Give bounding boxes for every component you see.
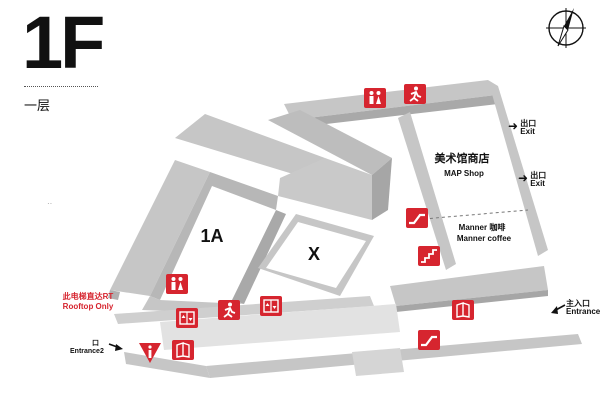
entrance-2-label: 口 Entrance2 bbox=[70, 340, 104, 356]
brochure-icon[interactable] bbox=[452, 300, 474, 320]
wall-south-west bbox=[124, 352, 210, 378]
stairs-icon[interactable] bbox=[418, 246, 440, 266]
shop-label-cn: 美术馆商店 bbox=[435, 151, 490, 165]
exit-2-en: Exit bbox=[530, 179, 545, 188]
wall-north-shade bbox=[292, 95, 498, 128]
exit-2-cn: 出口 bbox=[530, 171, 547, 180]
exit-2-arrow-icon: ➜ bbox=[518, 171, 529, 186]
shop-label-en: MAP Shop bbox=[444, 169, 484, 178]
wall-1a-north bbox=[150, 172, 278, 300]
floor-name: 一层 bbox=[24, 98, 51, 113]
elevator-icon[interactable] bbox=[176, 308, 198, 328]
south-block bbox=[352, 348, 404, 376]
floor-number: 1F bbox=[22, 1, 105, 84]
elevator-icon[interactable] bbox=[260, 296, 282, 316]
emergency-exit-icon[interactable] bbox=[218, 300, 240, 320]
entrance-2-arrow-icon bbox=[108, 343, 123, 351]
escalator-icon[interactable] bbox=[406, 208, 428, 228]
elevator-note: 此电梯直达RT Rooftop Only bbox=[44, 292, 132, 312]
main-entrance-arrow-icon bbox=[551, 304, 566, 314]
elevator-note-en: Rooftop Only bbox=[62, 302, 114, 311]
exit-2[interactable]: ➜ 出口 Exit bbox=[518, 172, 546, 188]
elevator-note-cn: 此电梯直达RT bbox=[62, 292, 114, 301]
escalator-icon[interactable] bbox=[418, 330, 440, 350]
exit-1-arrow-icon: ➜ bbox=[508, 119, 519, 134]
brochure-icon[interactable] bbox=[172, 340, 194, 360]
main-entrance[interactable]: 主入口 Entrance bbox=[550, 299, 600, 316]
wall-shop-west bbox=[398, 112, 456, 270]
compass-icon bbox=[546, 8, 586, 48]
emergency-exit-icon[interactable] bbox=[404, 84, 426, 104]
main-entrance-en: Entrance bbox=[566, 307, 600, 316]
dot-marker: ·· bbox=[47, 199, 53, 208]
wall-north bbox=[284, 80, 496, 120]
shop-divider bbox=[411, 209, 529, 221]
floor-divider bbox=[24, 86, 98, 87]
main-entrance-cn: 主入口 bbox=[566, 299, 590, 308]
room-x-floor bbox=[266, 222, 366, 288]
exit-1-cn: 出口 bbox=[520, 119, 537, 128]
wall-lobby-north bbox=[390, 266, 548, 306]
coffee-label-cn: Manner 咖啡 bbox=[459, 222, 506, 232]
exit-1-en: Exit bbox=[520, 127, 535, 136]
entrance-2-cn: 口 bbox=[92, 340, 99, 347]
wall-block-n2 bbox=[268, 110, 392, 175]
wall-block-nw bbox=[175, 114, 325, 178]
entrance-2-en: Entrance2 bbox=[70, 348, 104, 355]
restroom-icon[interactable] bbox=[166, 274, 188, 294]
wall-shop-east bbox=[488, 80, 548, 256]
wall-block-center bbox=[278, 158, 372, 220]
wall-block-n2-side bbox=[372, 158, 392, 220]
wall-1a-west bbox=[110, 160, 210, 296]
wall-1a-east bbox=[232, 210, 286, 304]
exit-1[interactable]: ➜ 出口 Exit bbox=[508, 120, 536, 136]
room-x-label: X bbox=[308, 244, 320, 264]
information-icon[interactable] bbox=[138, 342, 162, 364]
room-1a-label: 1A bbox=[200, 226, 223, 246]
wall-left-corner bbox=[108, 290, 120, 300]
corridor-floor bbox=[160, 304, 400, 350]
restroom-icon[interactable] bbox=[364, 88, 386, 108]
coffee-label-en: Manner coffee bbox=[457, 234, 512, 243]
